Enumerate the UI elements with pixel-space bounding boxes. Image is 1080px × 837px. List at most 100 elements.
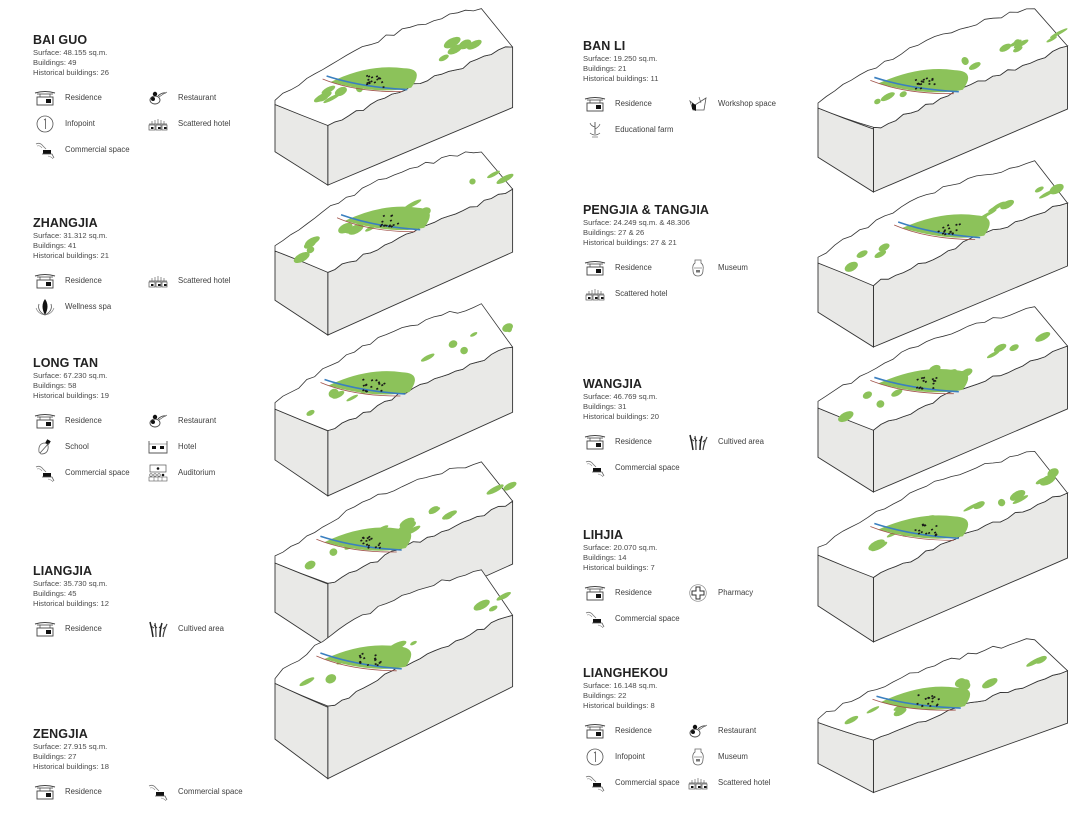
building-mark bbox=[933, 83, 936, 86]
historical-buildings-value: 18 bbox=[100, 762, 109, 772]
building-mark bbox=[367, 544, 371, 547]
historical-buildings-value: 12 bbox=[100, 599, 109, 609]
building-mark bbox=[382, 214, 386, 218]
building-mark bbox=[918, 83, 921, 86]
building-mark bbox=[935, 704, 939, 707]
vegetation-patch bbox=[390, 640, 407, 651]
buildings-label: Buildings: bbox=[583, 64, 619, 74]
building-mark bbox=[374, 546, 378, 549]
historical-buildings-value: 27 & 21 bbox=[650, 238, 677, 248]
vegetation-patch bbox=[293, 251, 310, 264]
buildings-stat: Buildings: 49 bbox=[33, 58, 109, 68]
building-mark bbox=[358, 660, 362, 664]
road-line bbox=[870, 526, 954, 541]
surface-label: Surface: bbox=[583, 543, 614, 552]
buildings-stat: Buildings: 58 bbox=[33, 381, 109, 391]
historical-buildings-label: Historical buildings: bbox=[583, 563, 651, 573]
legend-label: Workshop space bbox=[718, 99, 776, 109]
vegetation-patches bbox=[299, 591, 511, 687]
vegetation-patches bbox=[304, 481, 517, 570]
legend-item-residence: Residence bbox=[33, 782, 102, 802]
building-mark bbox=[931, 694, 934, 698]
legend-label: School bbox=[65, 442, 89, 452]
vegetation-patch bbox=[838, 411, 854, 423]
vegetation-patch bbox=[1000, 199, 1015, 210]
building-mark bbox=[365, 74, 369, 78]
legend-item-pharmacy: Pharmacy bbox=[686, 583, 753, 603]
building-mark bbox=[390, 225, 393, 228]
buildings-label: Buildings: bbox=[33, 589, 69, 599]
legend-item-hotel: Hotel bbox=[146, 437, 196, 457]
buildings-label: Buildings: bbox=[583, 553, 619, 563]
vegetation-patch bbox=[931, 69, 944, 79]
restaurant-icon bbox=[146, 411, 170, 431]
historical-buildings-label: Historical buildings: bbox=[33, 391, 101, 401]
residence-icon bbox=[583, 258, 607, 278]
building-cluster bbox=[358, 652, 382, 667]
building-cluster bbox=[360, 535, 382, 549]
vegetation-patch bbox=[502, 323, 513, 332]
building-mark bbox=[921, 523, 925, 526]
historical-buildings-stat: Historical buildings: 27 & 21 bbox=[583, 238, 709, 248]
building-mark bbox=[373, 657, 377, 660]
building-mark bbox=[379, 224, 382, 228]
vegetation-patch bbox=[954, 678, 966, 688]
museum-icon bbox=[686, 747, 710, 767]
terrain-block-diagram bbox=[817, 450, 1070, 650]
vegetation-patches bbox=[868, 468, 1059, 552]
legend-label: Infopoint bbox=[65, 119, 95, 129]
surface-value: 20.070 sq.m. bbox=[613, 543, 658, 552]
legend-item-museum: Museum bbox=[686, 747, 748, 767]
building-mark bbox=[916, 378, 919, 381]
historical-buildings-label: Historical buildings: bbox=[583, 412, 651, 422]
vegetation-patch bbox=[950, 370, 967, 381]
building-mark bbox=[370, 379, 374, 382]
historical-buildings-label: Historical buildings: bbox=[33, 68, 101, 78]
vegetation-patch bbox=[374, 652, 388, 663]
building-mark bbox=[916, 82, 919, 86]
buildings-value: 41 bbox=[68, 241, 77, 251]
terrain-svg bbox=[274, 569, 514, 780]
vegetation-patch bbox=[306, 409, 315, 416]
legend-item-residence: Residence bbox=[33, 619, 102, 639]
building-mark bbox=[955, 229, 958, 232]
historical-buildings-label: Historical buildings: bbox=[33, 762, 101, 772]
vegetation-patch bbox=[993, 343, 1007, 353]
historical-buildings-stat: Historical buildings: 7 bbox=[583, 563, 657, 573]
terrain-svg bbox=[817, 638, 1069, 794]
vegetation-patch bbox=[429, 507, 441, 515]
village-name: WANGJIA bbox=[583, 377, 643, 391]
building-mark bbox=[383, 224, 386, 227]
village-name: BAN LI bbox=[583, 39, 626, 53]
vegetation-patch bbox=[355, 84, 363, 93]
surface-value: 24.249 sq.m. & 48.306 bbox=[613, 218, 690, 227]
building-mark bbox=[933, 531, 937, 534]
building-mark bbox=[375, 379, 378, 382]
river-line bbox=[340, 214, 421, 231]
building-cluster bbox=[937, 223, 961, 236]
legend-label: Scattered hotel bbox=[178, 276, 231, 286]
legend-label: Commercial space bbox=[615, 463, 680, 473]
building-mark bbox=[917, 694, 920, 697]
surface-label: Surface: bbox=[33, 48, 64, 57]
vegetation-patch bbox=[982, 678, 998, 689]
building-mark bbox=[367, 78, 370, 81]
historical-buildings-stat: Historical buildings: 19 bbox=[33, 391, 109, 401]
building-mark bbox=[931, 77, 934, 81]
building-cluster bbox=[914, 523, 938, 537]
building-mark bbox=[919, 87, 923, 90]
legend-item-scattered-hotel: Scattered hotel bbox=[583, 284, 667, 304]
historical-buildings-value: 20 bbox=[650, 412, 659, 422]
building-mark bbox=[360, 539, 363, 542]
vegetation-patch bbox=[328, 371, 415, 395]
vegetation-patch bbox=[1026, 656, 1044, 667]
scattered-hotel-icon bbox=[146, 114, 170, 134]
legend-item-restaurant: Restaurant bbox=[146, 411, 216, 431]
buildings-label: Buildings: bbox=[33, 381, 69, 391]
legend-item-residence: Residence bbox=[583, 94, 652, 114]
surface-label: Surface: bbox=[33, 579, 64, 588]
